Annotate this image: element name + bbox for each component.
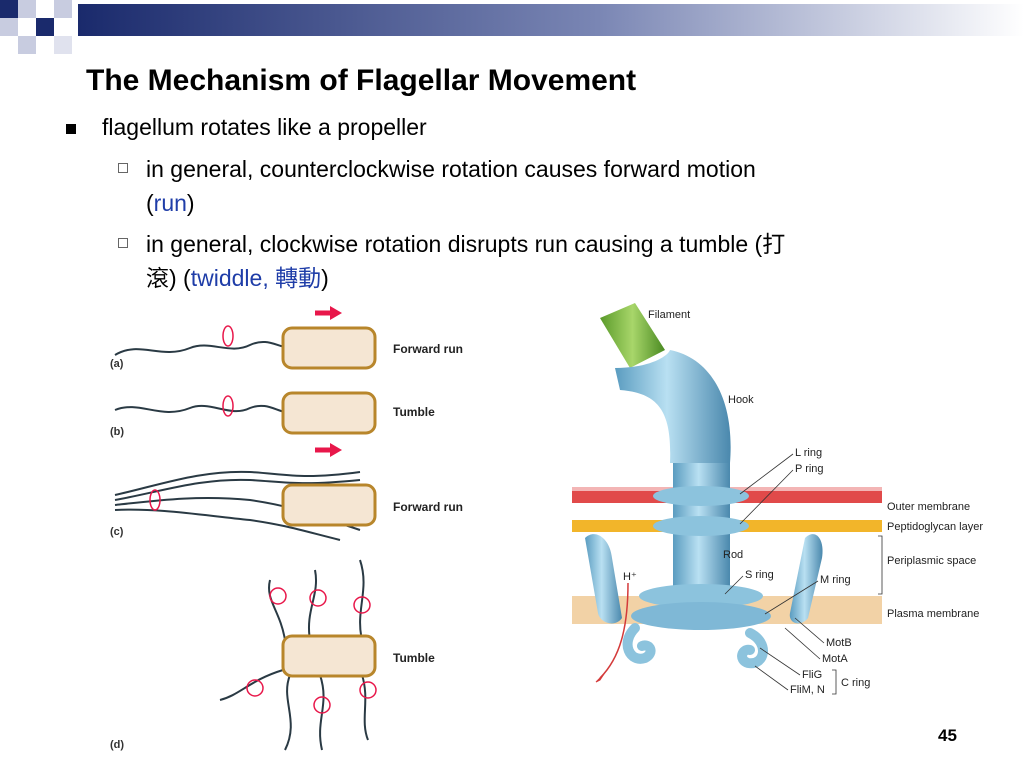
rotation-arrow-icon bbox=[149, 489, 161, 511]
diagram-label: Rod bbox=[723, 549, 743, 561]
hollow-square-bullet-icon bbox=[118, 163, 128, 173]
bacterium-cell bbox=[281, 326, 377, 370]
diagram-label: Hook bbox=[728, 394, 754, 406]
page-number: 45 bbox=[938, 726, 957, 745]
c-ring-left bbox=[622, 623, 656, 664]
diagram-label: Peptidoglycan layer bbox=[887, 521, 983, 533]
deco-square bbox=[0, 0, 18, 18]
bacterium-cell bbox=[281, 483, 377, 527]
sub-bullet-text: 滾) ( bbox=[146, 265, 191, 291]
panel-d: (d) Tumble bbox=[110, 559, 435, 751]
panel-b: (b) Tumble bbox=[110, 391, 435, 438]
motion-label: Tumble bbox=[393, 651, 435, 665]
panel-letter: (b) bbox=[110, 426, 124, 438]
deco-square bbox=[36, 36, 54, 54]
rotation-arrow-icon bbox=[353, 596, 371, 614]
motion-label: Forward run bbox=[393, 500, 463, 514]
rotation-arrow-icon bbox=[313, 696, 331, 714]
diagram-label: Outer membrane bbox=[887, 501, 970, 513]
motion-label: Tumble bbox=[393, 405, 435, 419]
flagellar-motor-diagram: Filament Hook L ring P ring Rod S ring M… bbox=[572, 303, 983, 696]
rotation-arrow-icon bbox=[309, 589, 327, 607]
rotation-arrow-icon bbox=[359, 681, 377, 699]
rotation-arrow-icon bbox=[222, 395, 234, 417]
diagram-label: Filament bbox=[648, 309, 690, 321]
diagram-label: L ring bbox=[795, 447, 822, 459]
sub-bullet-text: in general, clockwise rotation disrupts … bbox=[146, 231, 786, 257]
diagram-label: M ring bbox=[820, 574, 851, 586]
panel-letter: (c) bbox=[110, 526, 124, 538]
sub-bullet-item: in general, clockwise rotation disrupts … bbox=[118, 227, 918, 297]
diagram-label: P ring bbox=[795, 463, 824, 475]
paren: ( bbox=[146, 190, 154, 216]
sub-bullet-item: in general, counterclockwise rotation ca… bbox=[118, 152, 918, 222]
slide-title: The Mechanism of Flagellar Movement bbox=[86, 64, 637, 97]
deco-square bbox=[36, 18, 54, 36]
header-decoration bbox=[0, 0, 1024, 54]
deco-square bbox=[18, 0, 36, 18]
bacterium-cell bbox=[281, 634, 377, 678]
s-ring bbox=[639, 584, 763, 608]
hook bbox=[615, 350, 731, 463]
diagram-label: FliM, N bbox=[790, 684, 825, 696]
motion-label: Forward run bbox=[393, 342, 463, 356]
bacterial-motion-diagram: (a) Forward run (b) Tumble (c) Forward r… bbox=[110, 306, 463, 751]
diagram-label: FliG bbox=[802, 669, 822, 681]
hollow-square-bullet-icon bbox=[118, 238, 128, 248]
paren: ) bbox=[321, 265, 329, 291]
panel-a: (a) Forward run bbox=[110, 306, 463, 370]
proton-flow-arrow bbox=[599, 582, 629, 679]
paren: ) bbox=[186, 190, 195, 216]
diagram-label: H⁺ bbox=[623, 571, 637, 583]
diagram-label: MotB bbox=[826, 637, 852, 649]
diagram-label: MotA bbox=[822, 653, 848, 665]
filament bbox=[600, 303, 665, 368]
bacterium-cell bbox=[281, 391, 377, 435]
deco-square bbox=[54, 36, 72, 54]
deco-square bbox=[18, 36, 36, 54]
diagram-label: Plasma membrane bbox=[887, 608, 979, 620]
rotation-arrow-icon bbox=[269, 587, 287, 605]
panel-c: (c) Forward run bbox=[110, 443, 463, 541]
rotation-arrow-icon bbox=[222, 325, 234, 347]
rotation-arrow-icon bbox=[246, 679, 264, 697]
c-ring-right bbox=[737, 628, 768, 669]
m-ring bbox=[631, 602, 771, 630]
deco-square bbox=[0, 18, 18, 36]
diagram-label: C ring bbox=[841, 677, 870, 689]
bullet-text: flagellum rotates like a propeller bbox=[102, 114, 427, 140]
diagram-label: S ring bbox=[745, 569, 774, 581]
panel-letter: (d) bbox=[110, 739, 124, 751]
mot-protein-right bbox=[789, 534, 823, 624]
sub-bullet-text: in general, counterclockwise rotation ca… bbox=[146, 156, 756, 182]
twiddle-term: twiddle, 轉動 bbox=[190, 265, 322, 291]
run-term: run bbox=[153, 190, 187, 216]
deco-square bbox=[54, 0, 72, 18]
square-bullet-icon bbox=[66, 124, 76, 134]
mot-protein-left bbox=[585, 534, 622, 624]
l-ring bbox=[653, 486, 749, 506]
panel-letter: (a) bbox=[110, 358, 124, 370]
p-ring bbox=[653, 516, 749, 536]
diagram-label: Periplasmic space bbox=[887, 555, 976, 567]
